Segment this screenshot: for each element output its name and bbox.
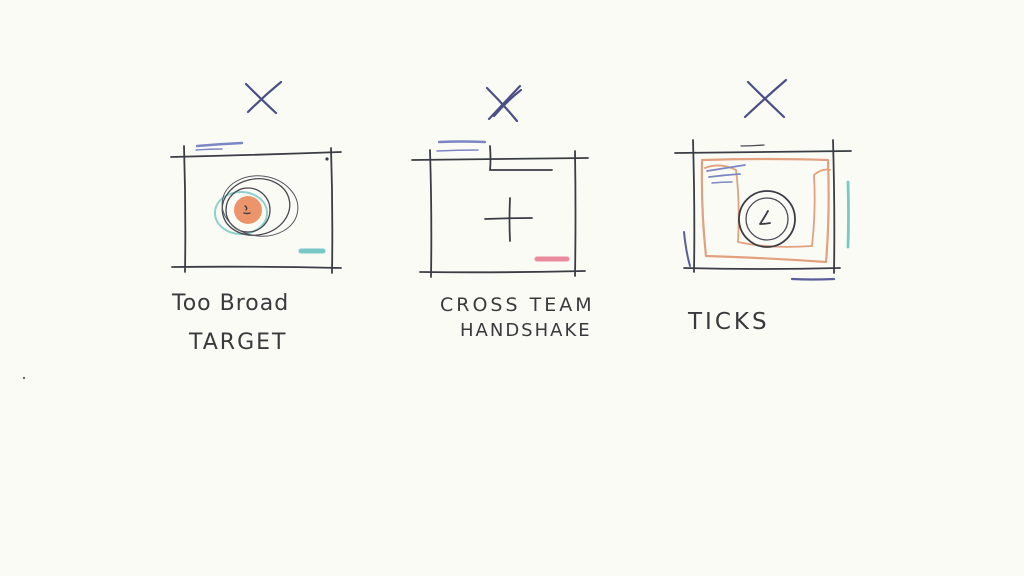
corner-mark — [195, 141, 244, 148]
label-cross-team: CROSS TEAM — [440, 294, 595, 316]
x-mark-icon — [244, 80, 283, 115]
x-mark-icon — [743, 78, 788, 119]
target-icon — [214, 175, 299, 237]
frame — [170, 145, 342, 274]
x-mark-icon — [485, 84, 523, 123]
corner-mark — [437, 140, 487, 144]
frame — [411, 145, 589, 278]
panel-too-broad-target — [170, 80, 342, 274]
label-target: TARGET — [189, 330, 288, 355]
pen-dot — [22, 376, 26, 380]
clock-icon — [738, 190, 796, 248]
corner-mark — [706, 164, 746, 184]
panel-cross-team-handshake — [411, 84, 589, 278]
frame — [674, 139, 852, 274]
crosshair-icon — [484, 197, 533, 242]
label-ticks: TICKS — [688, 309, 770, 335]
accent-bar — [846, 180, 850, 249]
label-handshake: HANDSHAKE — [460, 320, 592, 341]
label-too-broad: Too Broad — [172, 291, 290, 316]
panel-ticks — [674, 78, 852, 281]
